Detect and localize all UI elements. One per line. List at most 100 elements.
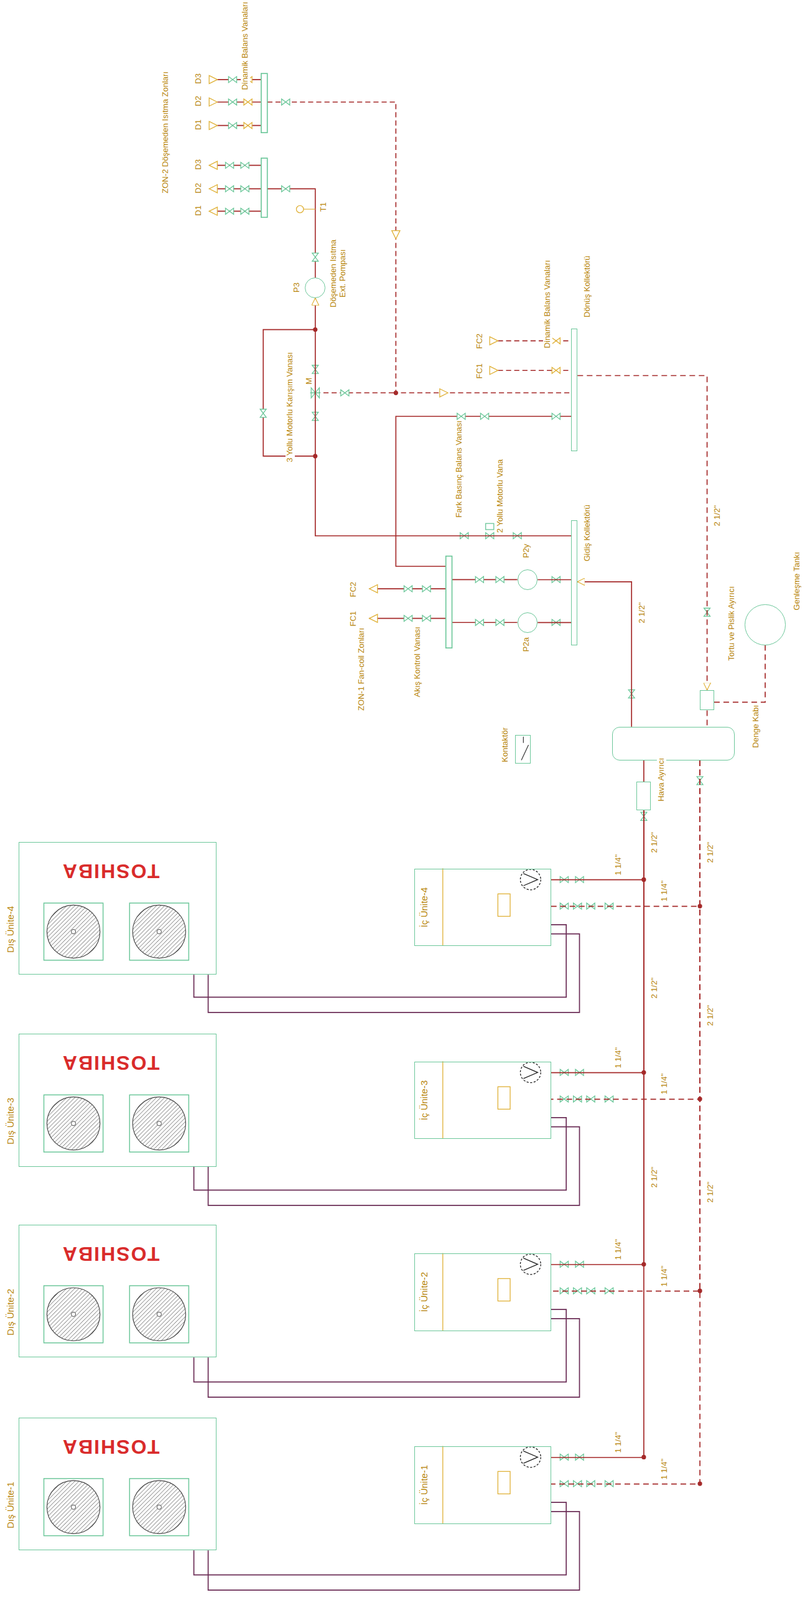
equipment-box: Gidiş Kollektörü <box>571 520 578 645</box>
node-label: Denge Kabı <box>751 704 761 748</box>
pipe-connector <box>537 579 572 581</box>
annotation-label: D2 <box>194 182 204 194</box>
equipment-box: Dış Ünite-2TOSHIBA <box>18 1224 217 1357</box>
annotation-label: 2 1/2" <box>706 1181 716 1203</box>
annotation-label: 2 1/2" <box>706 1004 716 1026</box>
pipe-connector <box>643 760 645 782</box>
annotation-label: Akış Kontrol Vanası <box>413 626 423 697</box>
equipment-box: Hava Ayırıcı <box>636 781 651 810</box>
node-label: P2y <box>521 543 532 558</box>
pipe-size-label: 1 1/4" <box>614 1431 624 1453</box>
outdoor-fans <box>44 902 190 1536</box>
node-label: Tortu ve Pislik Ayırıcı <box>727 586 737 661</box>
pipe-connector <box>577 581 632 727</box>
pipe-connector <box>194 1501 567 1574</box>
annotation-label: D3 <box>194 73 204 84</box>
annotation-label: D1 <box>194 119 204 131</box>
equipment-box: Dış Ünite-3TOSHIBA <box>18 1033 217 1166</box>
annotation-label: M <box>304 377 315 385</box>
node-label: Dış Ünite-2 <box>4 1288 16 1336</box>
annotation-label: Dinamik Balans Vanaları <box>240 1 251 90</box>
annotation-label: FC2 <box>348 581 359 598</box>
equipment-box: Dış Ünite-1TOSHIBA <box>18 1417 217 1550</box>
pipe-connector <box>194 924 567 997</box>
equipment-box: İç Ünite-1 <box>414 1445 552 1524</box>
node-label: Dönüş Kollektörü <box>582 255 593 318</box>
annotation-label: 2 1/2" <box>650 1166 660 1188</box>
pipe-connector <box>551 760 701 1484</box>
pipe-connector <box>706 710 708 727</box>
annotation-label: FC2 <box>475 333 485 349</box>
valves-and-arrows <box>209 75 710 820</box>
node-label: P3 <box>292 282 302 293</box>
annotation-label: 2 Yollu Motorlu Vana <box>495 459 506 533</box>
collectors <box>261 73 453 648</box>
pipe-connector <box>551 760 701 1100</box>
node-label: Kontaktör <box>500 727 511 763</box>
pipe-connector <box>551 809 644 1265</box>
equipment-box: Genleşme Tankı <box>744 604 786 646</box>
annotation-label: Dinamik Balans Vanaları <box>543 260 553 348</box>
annotation-label: D2 <box>194 95 204 107</box>
annotation-label: 3 Yollu Motorlu Karışım Vanası <box>285 352 295 463</box>
pipe-size-label: 1 1/4" <box>614 854 624 876</box>
indoor-unit-details <box>442 867 703 1523</box>
annotation-label: FC1 <box>348 610 359 627</box>
node-label: İç Ünite-1 <box>418 1464 430 1505</box>
pipe-connector <box>551 760 701 1291</box>
annotation-label: 2 1/2" <box>706 841 716 863</box>
equipment-box: Dış Ünite-4TOSHIBA <box>18 841 217 975</box>
annotation-label: ZON-1 Fan-coil Zonları <box>357 627 367 711</box>
zone-piping <box>217 79 572 623</box>
equipment-box: Denge Kabı <box>612 726 735 761</box>
equipment-box: Kontaktör <box>515 734 531 764</box>
pipe-connector <box>194 1117 567 1190</box>
annotation-label: Fark Basınç Balans Vanası <box>454 420 465 518</box>
node-label: Dış Ünite-4 <box>4 905 16 953</box>
pipe-size-label: 1 1/4" <box>614 1046 624 1069</box>
pipe-size-label: 1 1/4" <box>660 1073 670 1095</box>
equipment-box: P2y <box>517 569 539 590</box>
node-label: Döşemeden Isıtma Ext. Pompası <box>329 235 348 312</box>
annotation-label: T1 <box>319 202 329 212</box>
node-label: İç Ünite-3 <box>418 1079 430 1120</box>
pipe-size-label: 2 1/2" <box>712 505 723 527</box>
pipe-connector <box>714 645 766 703</box>
annotation-label: 2 1/2" <box>650 977 660 999</box>
node-label: TOSHIBA <box>61 1436 160 1457</box>
equipment-box: Tortu ve Pislik Ayırıcı <box>699 689 715 711</box>
node-label: Hava Ayırıcı <box>656 757 667 802</box>
equipment-box: P2a <box>517 612 539 633</box>
pipe-connector <box>315 297 572 536</box>
node-label: P2a <box>521 637 532 652</box>
node-label: Gidiş Kollektörü <box>582 504 593 562</box>
node-label: Dış Ünite-3 <box>4 1097 16 1145</box>
equipment-box: Dönüş Kollektörü <box>571 328 578 452</box>
pipe-size-label: 1 1/4" <box>614 1238 624 1260</box>
node-label: Dış Ünite-1 <box>4 1481 16 1528</box>
pipe-connector <box>551 809 644 880</box>
pipe-connector <box>194 1308 567 1382</box>
node-label: TOSHIBA <box>61 1052 160 1073</box>
pipe-size-label: 1 1/4" <box>660 1458 670 1480</box>
equipment-box: P3Döşemeden Isıtma Ext. Pompası <box>304 277 326 298</box>
node-label: İç Ünite-4 <box>418 887 430 927</box>
annotation-label: D3 <box>194 159 204 170</box>
node-label: İç Ünite-2 <box>418 1271 430 1312</box>
equipment-box: İç Ünite-3 <box>414 1061 552 1140</box>
annotation-label: FC1 <box>475 363 485 379</box>
pipe-connector <box>551 809 644 1457</box>
pipe-connector <box>537 622 572 624</box>
node-label: TOSHIBA <box>61 860 160 881</box>
pipe-connector <box>577 375 707 690</box>
node-label: TOSHIBA <box>61 1243 160 1264</box>
pipe-connector <box>551 760 701 907</box>
annotation-label: D1 <box>194 205 204 216</box>
annotation-label: ZON-2 Döşemeden Isıtma Zonları <box>161 71 171 194</box>
equipment-box: İç Ünite-4 <box>414 868 552 947</box>
annotation-label: 2 1/2" <box>650 831 660 853</box>
pipe-size-label: 1 1/4" <box>660 880 670 902</box>
pipe-size-label: 2 1/2" <box>637 602 647 624</box>
